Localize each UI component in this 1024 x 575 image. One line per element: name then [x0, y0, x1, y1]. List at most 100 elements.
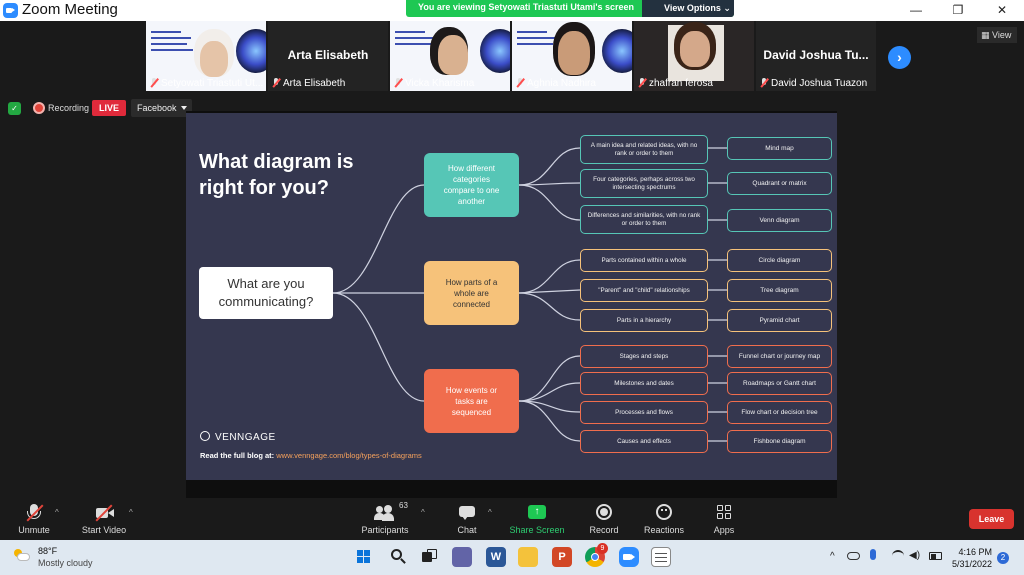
- mic-muted-icon: [638, 78, 646, 87]
- chevron-up-icon[interactable]: ^: [830, 551, 835, 562]
- next-page-button[interactable]: ›: [888, 46, 911, 69]
- close-button[interactable]: ✕: [996, 3, 1008, 17]
- start-video-button[interactable]: Start Video: [80, 498, 128, 540]
- window-title: Zoom Meeting: [22, 1, 118, 18]
- powerpoint-icon[interactable]: P: [552, 547, 572, 567]
- windows-start-icon[interactable]: [354, 547, 374, 567]
- chevron-up-icon[interactable]: ^: [421, 508, 425, 517]
- participants-icon: 63: [374, 501, 408, 523]
- maximize-button[interactable]: ❐: [952, 3, 964, 17]
- meeting-toolbar: Unmute ^ Start Video ^ 63 Participants ^: [0, 498, 1024, 540]
- diagram-type: Venn diagram: [727, 209, 832, 232]
- view-options-label: View Options: [664, 3, 721, 13]
- unmute-button[interactable]: Unmute: [14, 498, 54, 540]
- apps-button[interactable]: Apps: [710, 498, 738, 540]
- chat-button[interactable]: Chat: [451, 498, 483, 540]
- participant-tile[interactable]: Vicka Kharisma: [390, 21, 510, 91]
- participant-big-name: David Joshua Tu...: [763, 48, 869, 62]
- participant-tile[interactable]: Aghnia Nadhira: [512, 21, 632, 91]
- leave-button[interactable]: Leave: [969, 509, 1014, 529]
- minimize-button[interactable]: —: [910, 3, 922, 17]
- view-label: View: [992, 30, 1012, 40]
- chevron-up-icon[interactable]: ^: [55, 508, 59, 517]
- venngage-logo: VENNGAGE: [200, 431, 276, 443]
- notification-count-badge[interactable]: 2: [997, 552, 1009, 564]
- brand-name: VENNGAGE: [215, 432, 276, 443]
- participant-name: Aghnia Nadhira: [516, 78, 596, 89]
- record-button[interactable]: Record: [587, 498, 621, 540]
- zoom-logo-icon: [3, 3, 18, 18]
- share-screen-icon: ↑: [526, 503, 548, 523]
- question-box: What are you communicating?: [199, 267, 333, 319]
- blog-url: www.venngage.com/blog/types-of-diagrams: [276, 451, 422, 460]
- weather-condition: Mostly cloudy: [38, 558, 93, 568]
- search-icon[interactable]: [388, 547, 408, 567]
- share-screen-button[interactable]: ↑ Share Screen: [509, 498, 565, 540]
- participants-button[interactable]: 63 Participants: [360, 498, 410, 540]
- notepad-icon[interactable]: [651, 547, 671, 567]
- cloudy-weather-icon: [14, 549, 30, 561]
- stream-target-label: Facebook: [137, 103, 177, 113]
- video-off-icon: [93, 503, 115, 523]
- stream-target-dropdown[interactable]: Facebook: [131, 99, 192, 117]
- chevron-up-icon[interactable]: ^: [129, 508, 133, 517]
- teams-chat-icon[interactable]: [452, 547, 472, 567]
- title-bar: Zoom Meeting You are viewing Setyowati T…: [0, 0, 1024, 21]
- reactions-button[interactable]: Reactions: [642, 498, 686, 540]
- diagram-type: Pyramid chart: [727, 309, 832, 332]
- wifi-icon[interactable]: [892, 550, 904, 562]
- participant-tile[interactable]: Setyowati Triastuti Ut...: [146, 21, 266, 91]
- venngage-logo-icon: [200, 431, 210, 441]
- file-explorer-icon[interactable]: [518, 547, 538, 567]
- participant-count: 63: [399, 501, 408, 510]
- view-button[interactable]: ▦ View: [977, 27, 1017, 43]
- recording-label[interactable]: Recording: [48, 103, 90, 113]
- participant-big-name: Arta Elisabeth: [287, 48, 369, 62]
- battery-icon[interactable]: [929, 552, 942, 560]
- diagram-type: Tree diagram: [727, 279, 832, 302]
- grid-icon: ▦: [981, 30, 990, 40]
- diagram-type: Fishbone diagram: [727, 430, 832, 453]
- microphone-icon[interactable]: [870, 549, 876, 560]
- viewing-banner-text: You are viewing Setyowati Triastuti Utam…: [418, 2, 635, 12]
- diagram-type: Quadrant or matrix: [727, 172, 832, 195]
- shared-screen[interactable]: What diagram is right for you? What are …: [186, 111, 837, 498]
- row-description: Causes and effects: [580, 430, 708, 453]
- participant-tile[interactable]: David Joshua Tu... David Joshua Tuazon: [756, 21, 876, 91]
- live-badge[interactable]: LIVE: [92, 100, 126, 116]
- clock-time: 4:16 PM: [958, 547, 993, 557]
- chrome-icon[interactable]: 9: [585, 543, 608, 567]
- task-view-icon[interactable]: [419, 547, 439, 567]
- security-shield-icon[interactable]: ✓: [8, 102, 21, 115]
- video-feed: [390, 21, 510, 91]
- mic-muted-icon: [150, 78, 158, 87]
- record-label: Record: [589, 525, 619, 535]
- diagram-slide: What diagram is right for you? What are …: [186, 113, 837, 480]
- category-box-sequence: How events or tasks are sequenced: [424, 369, 519, 433]
- row-description: Four categories, perhaps across two inte…: [580, 169, 708, 198]
- diagram-type: Mind map: [727, 137, 832, 160]
- participant-name: David Joshua Tuazon: [760, 78, 867, 89]
- chat-icon: [456, 503, 478, 523]
- viewing-banner: You are viewing Setyowati Triastuti Utam…: [406, 0, 734, 17]
- speaker-icon[interactable]: ◀): [909, 550, 921, 561]
- start-video-label: Start Video: [81, 525, 127, 535]
- mic-muted-icon: [760, 78, 768, 87]
- participant-name: Vicka Kharisma: [394, 78, 474, 89]
- zoom-icon[interactable]: [619, 547, 639, 567]
- word-icon[interactable]: W: [486, 547, 506, 567]
- notification-badge: 9: [597, 543, 608, 554]
- recording-icon: [33, 102, 45, 114]
- video-feed: [512, 21, 632, 91]
- chevron-up-icon[interactable]: ^: [488, 508, 492, 517]
- system-clock[interactable]: 4:16 PM 5/31/2022: [952, 546, 992, 570]
- blog-prefix: Read the full blog at:: [200, 451, 277, 460]
- reactions-label: Reactions: [643, 525, 685, 535]
- view-options-button[interactable]: View Options ⌄: [642, 0, 734, 17]
- row-description: A main idea and related ideas, with no r…: [580, 135, 708, 164]
- onedrive-cloud-icon[interactable]: [847, 552, 860, 560]
- participant-tile[interactable]: zhafran ferosa: [634, 21, 754, 91]
- participant-tile[interactable]: Arta Elisabeth Arta Elisabeth: [268, 21, 388, 91]
- video-gallery: Setyowati Triastuti Ut... Arta Elisabeth…: [0, 21, 1024, 92]
